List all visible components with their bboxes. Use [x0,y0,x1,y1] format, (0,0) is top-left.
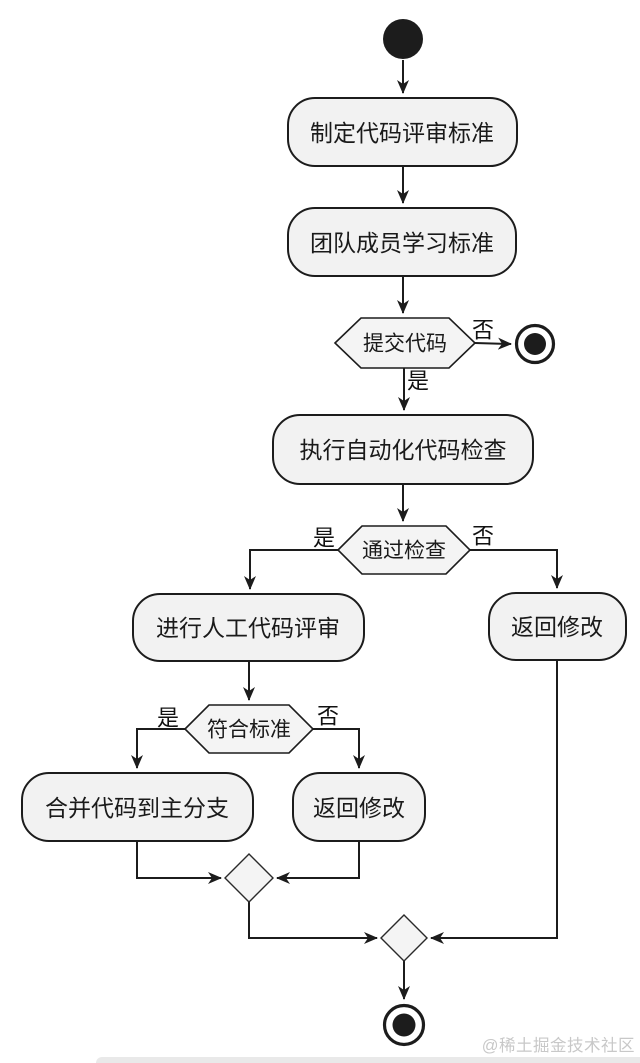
flow-end-node-1-core [524,333,546,355]
activity-manual-review [132,593,365,662]
edge-merge1-to-merge2 [248,902,378,944]
bottom-panel-edge [96,1057,640,1063]
edge-a6-to-merge1 [136,841,222,884]
merge-diamond-2 [380,914,428,962]
edge-a7-to-merge1 [276,841,360,884]
activity-automated-check-label: 执行自动化代码检查 [300,437,507,463]
label-d1-yes: 是 [407,369,429,394]
activity-return-fix-2-label: 返回修改 [313,795,405,821]
label-d2-no: 否 [472,524,494,549]
watermark-text: @稀土掘金技术社区 [481,1037,635,1055]
activity-return-fix-1 [488,592,627,661]
edge-d2-no-to-a5 [470,549,563,589]
activity-automated-check [272,414,534,485]
label-d3-yes: 是 [157,706,179,731]
edge-a5-to-merge2 [430,660,558,944]
label-d1-no: 否 [472,318,494,343]
activity-return-fix-1-label: 返回修改 [511,614,603,640]
edge-d3-no-to-a7 [313,728,365,769]
activity-merge-main [21,772,254,842]
activity-return-fix-2 [292,772,426,842]
activity-manual-review-label: 进行人工代码评审 [156,615,340,641]
decision-meets-standards [183,704,315,754]
label-d3-no: 否 [317,704,339,729]
edge-d1-no-to-end1 [474,337,512,350]
label-d2-yes: 是 [313,526,335,551]
decision-submit-code [333,317,477,369]
decision-pass-check [336,525,472,575]
edge-d3-yes-to-a6 [131,728,185,769]
activity-define-standards-label: 制定代码评审标准 [310,120,494,146]
decision-meets-standards-label: 符合标准 [207,719,291,742]
decision-pass-check-label: 通过检查 [362,540,446,563]
activity-team-learn-standards-label: 团队成员学习标准 [310,230,494,256]
activity-team-learn-standards [287,207,517,277]
start-node [383,19,423,59]
decision-submit-code-label: 提交代码 [363,333,447,356]
edge-d2-yes-to-a4 [244,549,338,590]
final-end-node-core [392,1013,416,1037]
merge-diamond-1 [224,853,274,903]
activity-merge-main-label: 合并代码到主分支 [45,795,229,821]
activity-define-standards [287,97,518,167]
